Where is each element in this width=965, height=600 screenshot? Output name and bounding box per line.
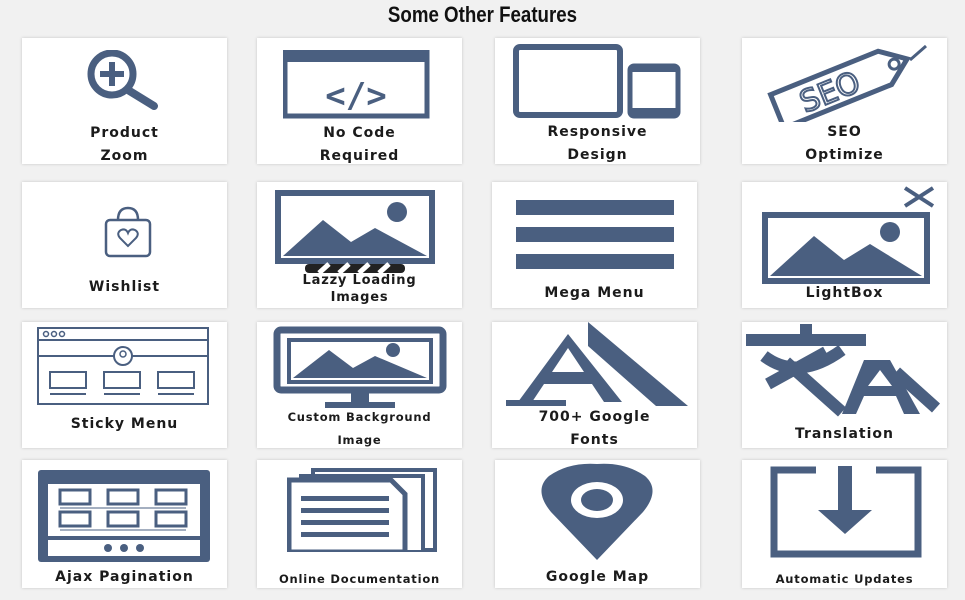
feature-card-responsive: Responsive Design (495, 38, 700, 164)
feature-label: Custom Background (287, 410, 432, 424)
feature-card-google-fonts: 700+ Google Fonts (492, 322, 697, 448)
feature-label: Optimize (805, 147, 884, 163)
feature-label: Wishlist (88, 279, 161, 295)
close-icon (903, 186, 935, 208)
feature-label: SEO (827, 124, 862, 140)
font-letter-icon (506, 322, 688, 406)
page-title: Some Other Features (387, 2, 578, 27)
feature-label: Image (337, 433, 382, 447)
svg-text:SEO: SEO (795, 65, 865, 121)
translation-icon (746, 324, 941, 417)
lightbox-image-icon (762, 212, 930, 284)
feature-label: Fonts (570, 432, 619, 448)
zoom-magnifier-icon (87, 50, 158, 110)
feature-card-ajax-pagination: Ajax Pagination (22, 460, 227, 588)
feature-card-automatic-updates: Automatic Updates (742, 460, 947, 588)
feature-label: LightBox (805, 285, 884, 301)
download-box-icon (770, 466, 922, 558)
image-loading-icon (275, 190, 435, 274)
feature-card-google-map: Google Map (495, 460, 700, 588)
feature-label: Ajax Pagination (55, 569, 194, 585)
feature-label: Design (567, 147, 628, 163)
sticky-browser-icon (37, 327, 209, 405)
feature-card-product-zoom: Product Zoom (22, 38, 227, 164)
tablet-phone-icon (513, 44, 681, 119)
feature-card-translation: Translation (742, 322, 947, 448)
tablet-grid-icon (38, 470, 210, 562)
feature-label: Images (330, 290, 389, 305)
feature-card-custom-background: Custom Background Image (257, 322, 462, 448)
feature-label: Translation (795, 426, 894, 442)
menu-bars-icon (516, 200, 674, 269)
documents-stack-icon (287, 468, 437, 552)
feature-card-lightbox: LightBox (742, 182, 947, 308)
feature-card-sticky-menu: Sticky Menu (22, 322, 227, 448)
feature-card-seo: SEO SEO Optimize (742, 38, 947, 164)
feature-card-lazy-loading: Lazzy Loading Images (257, 182, 462, 308)
feature-label: Online Documentation (278, 572, 441, 586)
feature-label: Product (90, 125, 159, 141)
feature-label: Zoom (100, 148, 149, 164)
monitor-image-icon (273, 326, 447, 408)
feature-card-no-code: </> No Code Required (257, 38, 462, 164)
feature-label: Sticky Menu (70, 416, 179, 432)
svg-text:</>: </> (325, 76, 386, 116)
feature-label: Required (319, 148, 400, 164)
feature-label: Lazzy Loading (302, 273, 417, 288)
seo-tag-icon: SEO (767, 44, 927, 122)
shopping-bag-heart-icon (104, 206, 152, 258)
feature-label: 700+ Google (538, 409, 651, 425)
feature-label: No Code (323, 125, 396, 141)
feature-label: Google Map (545, 569, 650, 585)
feature-label: Responsive (547, 124, 648, 140)
feature-label: Mega Menu (544, 285, 645, 301)
feature-card-mega-menu: Mega Menu (492, 182, 697, 308)
feature-label: Automatic Updates (775, 572, 914, 586)
code-window-icon: </> (283, 50, 430, 119)
feature-card-online-documentation: Online Documentation (257, 460, 462, 588)
map-pin-icon (541, 463, 653, 560)
feature-card-wishlist: Wishlist (22, 182, 227, 308)
